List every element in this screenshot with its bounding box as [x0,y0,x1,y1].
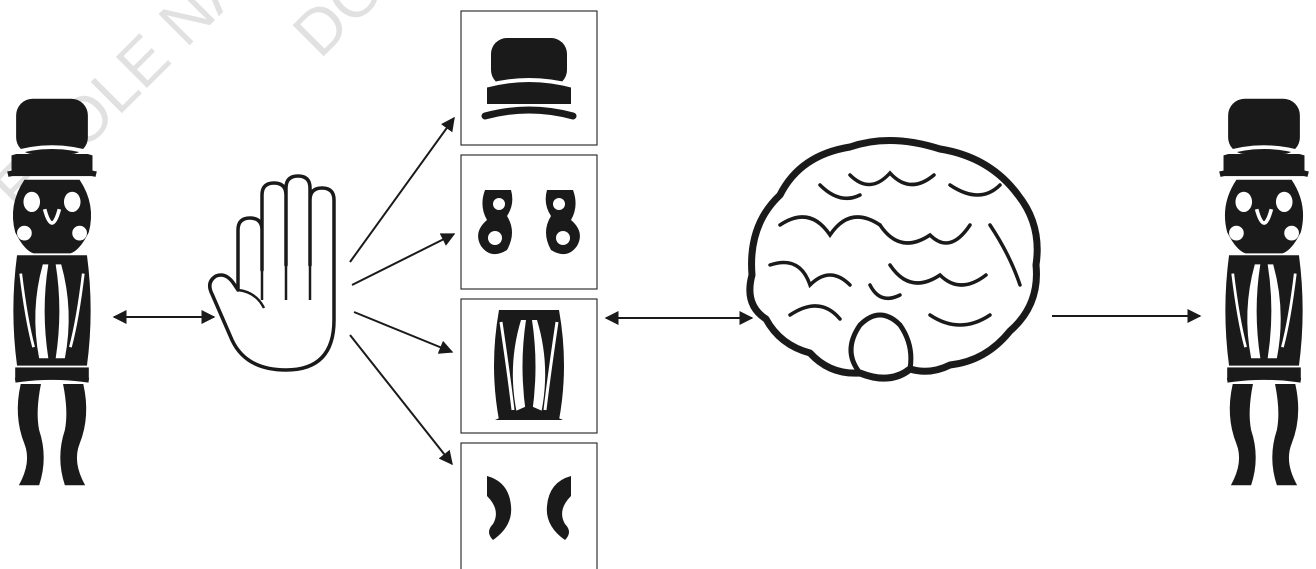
parts-column [460,10,598,569]
tribal-statue-left [8,99,96,485]
torso-part [494,310,564,420]
arrow-hand-eyes [351,233,456,286]
watermark-text-2: DO [279,0,398,70]
brain-icon [746,137,1041,382]
headdress-part [481,38,577,120]
part-box-headdress [460,10,598,146]
part-box-eyes [460,154,598,290]
arrow-hand-legs [349,334,453,466]
arrow-hand-torso [353,311,454,354]
part-box-legs [460,442,598,569]
tribal-statue-right [1220,99,1308,485]
part-box-torso [460,298,598,434]
legs-part [487,476,571,540]
open-hand-icon [208,174,336,372]
fanout-arrows [349,116,456,466]
arrow-hand-headdress [349,116,455,263]
eyes-part [478,190,580,255]
